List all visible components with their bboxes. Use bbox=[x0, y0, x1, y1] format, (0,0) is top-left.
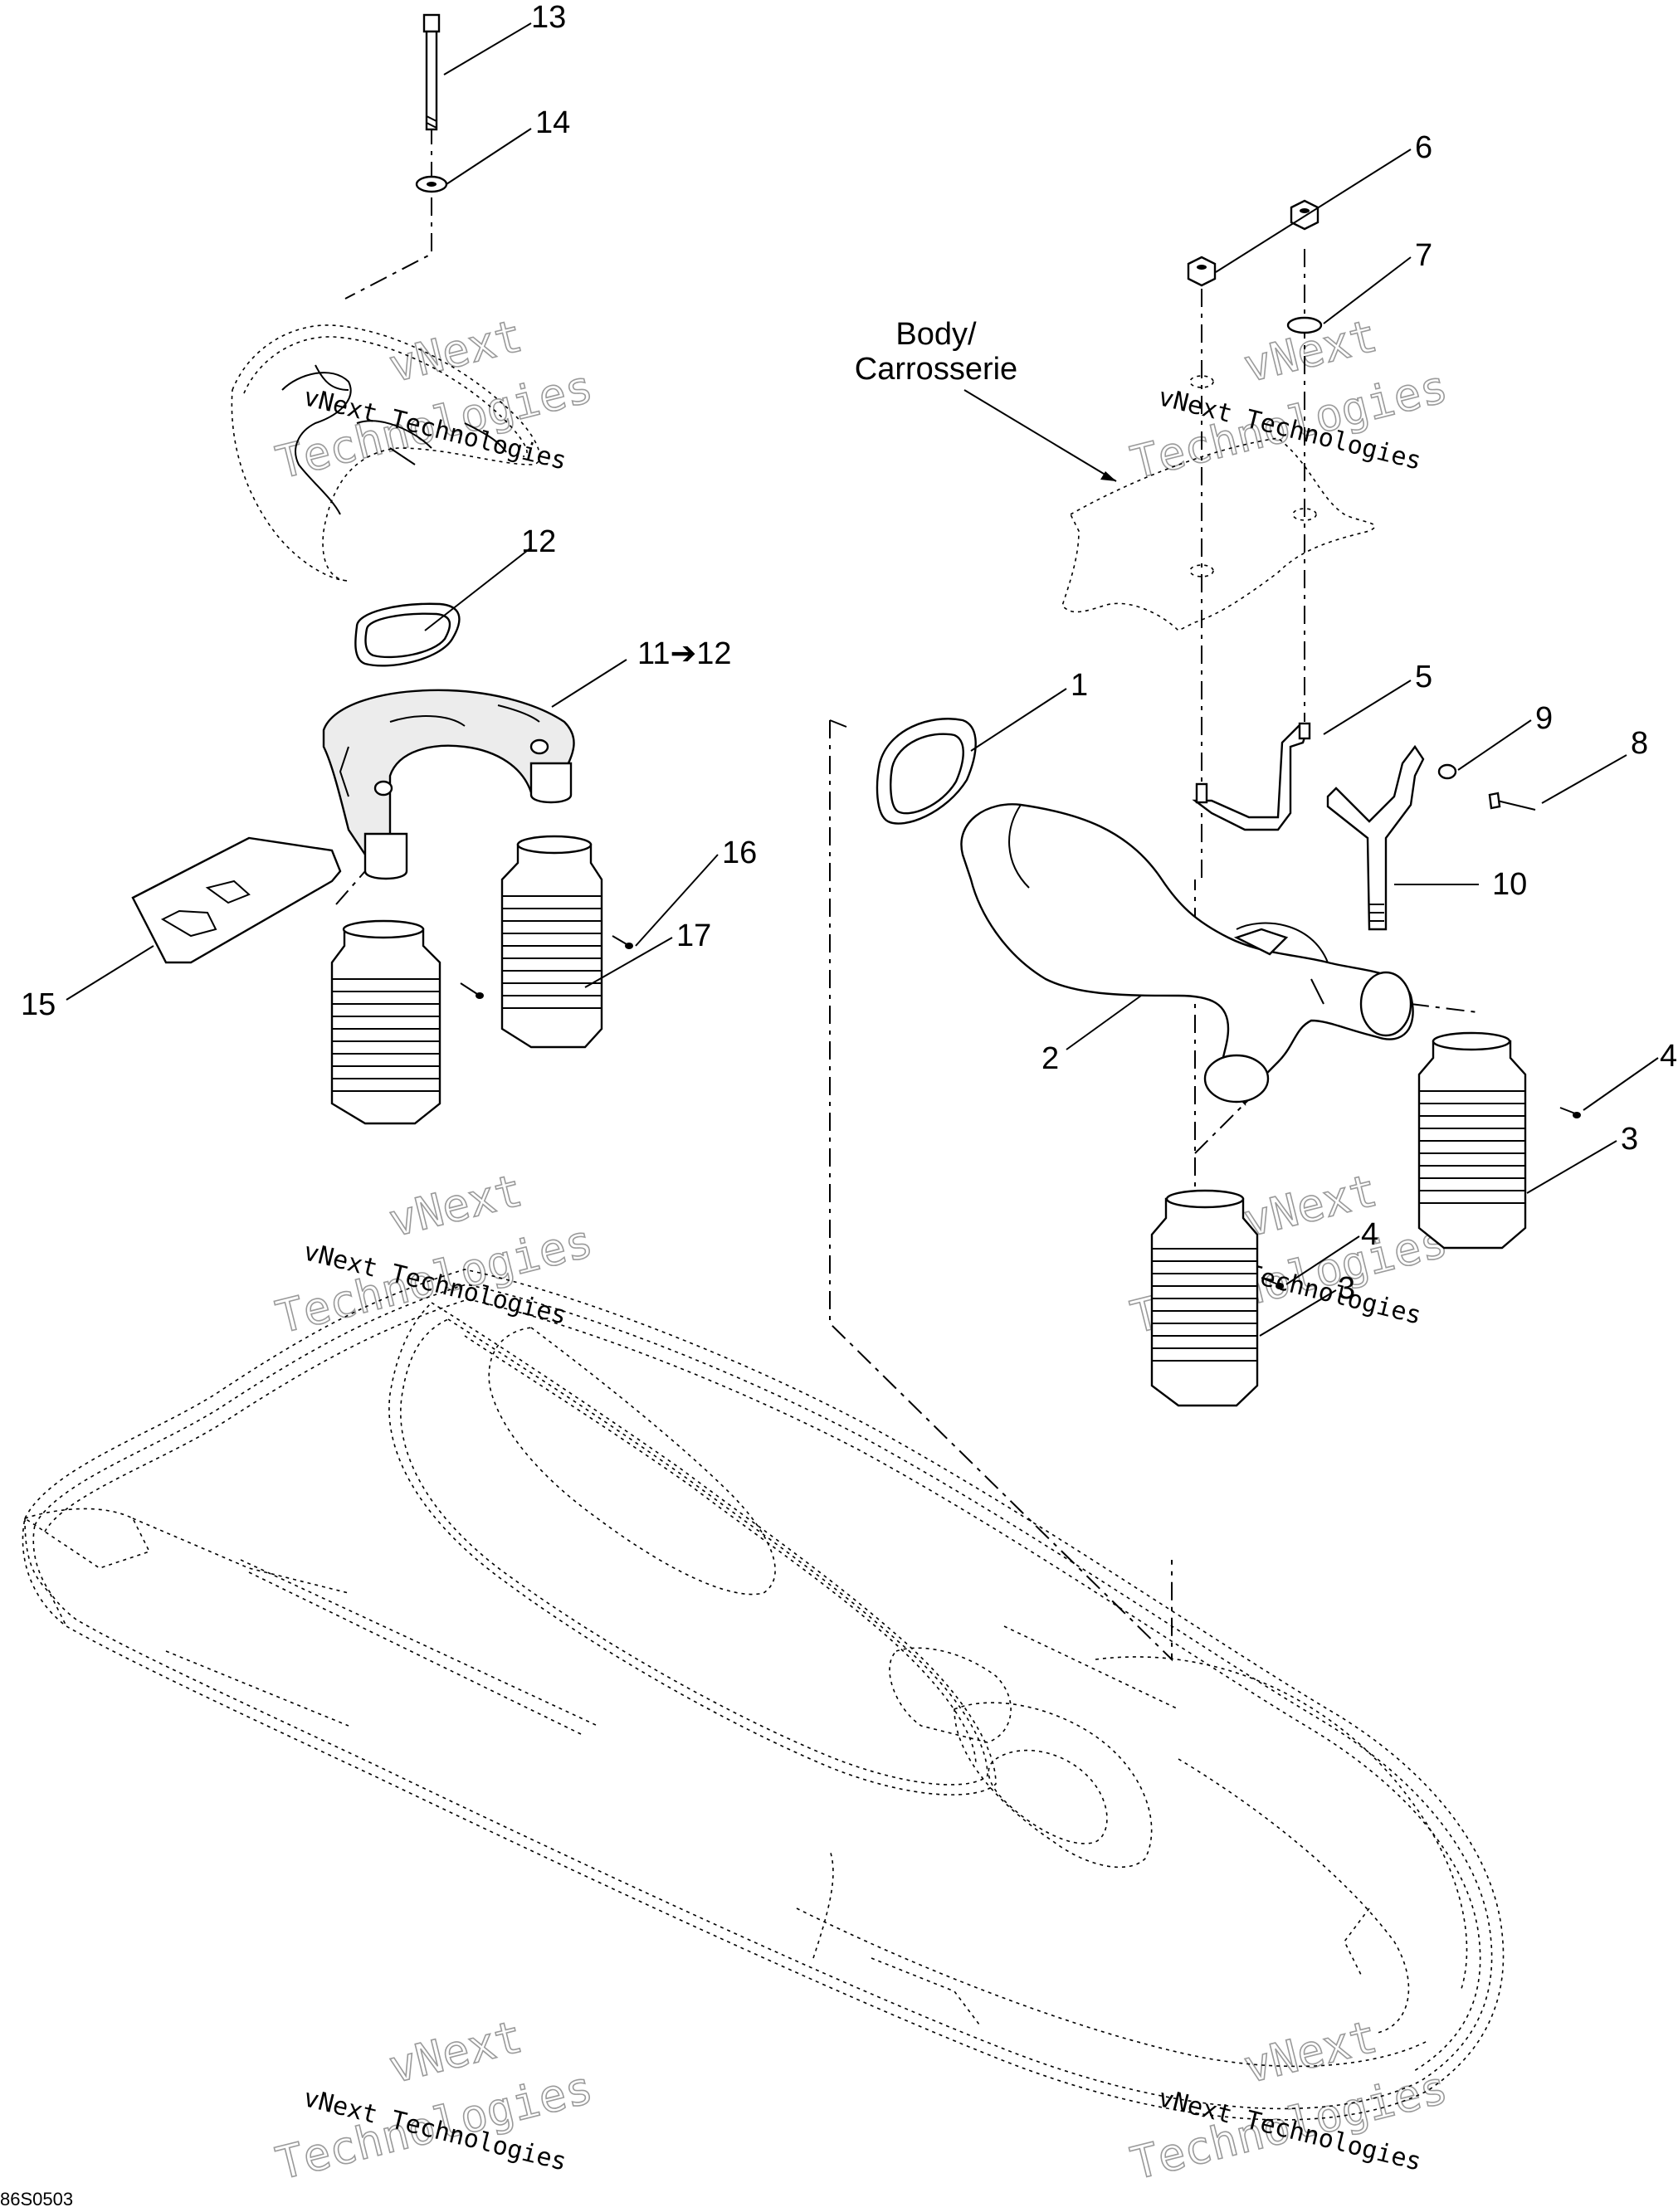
leader-lines bbox=[66, 22, 1659, 1337]
part-12-gasket bbox=[354, 602, 461, 667]
callout-5: 5 bbox=[1415, 660, 1432, 694]
part-6-nuts bbox=[1187, 199, 1319, 287]
body-label-arrow bbox=[963, 389, 1117, 482]
part-2-intake-tube bbox=[960, 803, 1414, 1106]
callout-17: 17 bbox=[676, 918, 711, 953]
body-label: Body/ Carrosserie bbox=[855, 317, 1017, 387]
callout-3-lower: 3 bbox=[1338, 1271, 1355, 1306]
part-17-bellows-left bbox=[330, 919, 441, 1125]
part-10-bracket bbox=[1326, 744, 1425, 931]
part-13-bolt bbox=[422, 13, 441, 131]
body-label-line2: Carrosserie bbox=[855, 352, 1017, 387]
callout-8: 8 bbox=[1631, 726, 1648, 761]
callout-4-upper: 4 bbox=[1660, 1039, 1677, 1074]
callout-4-lower: 4 bbox=[1361, 1217, 1378, 1252]
callout-14: 14 bbox=[535, 105, 570, 140]
callout-11: 11➔12 bbox=[637, 636, 732, 671]
part-16-screws bbox=[460, 935, 633, 999]
part-1-gasket bbox=[876, 718, 977, 825]
body-label-arrowhead bbox=[1100, 471, 1116, 481]
callout-labels: 13 14 12 11➔12 16 17 15 6 7 1 5 9 8 10 2… bbox=[21, 0, 1677, 1306]
part-17-bellows-right bbox=[500, 835, 603, 1049]
callout-15: 15 bbox=[21, 987, 56, 1022]
part-9-washer bbox=[1437, 763, 1457, 780]
callout-12: 12 bbox=[521, 524, 556, 559]
callout-7: 7 bbox=[1415, 238, 1432, 273]
callout-10: 10 bbox=[1492, 867, 1527, 902]
part-3-bellows-upper bbox=[1417, 1031, 1527, 1250]
hull-outline bbox=[22, 1269, 1505, 2121]
callout-2: 2 bbox=[1041, 1041, 1059, 1076]
figure-code: 86S0503 bbox=[0, 2189, 73, 2210]
body-panel bbox=[1061, 375, 1376, 631]
part-14-washer-hole bbox=[427, 182, 437, 187]
callout-9: 9 bbox=[1535, 701, 1553, 736]
callout-6: 6 bbox=[1415, 130, 1432, 165]
body-label-line1: Body/ bbox=[895, 317, 977, 352]
callout-13: 13 bbox=[531, 0, 566, 35]
callout-3-upper: 3 bbox=[1621, 1122, 1638, 1157]
part-11-plenum bbox=[322, 689, 575, 880]
part-3-bellows-lower bbox=[1150, 1189, 1259, 1407]
part-7-washer bbox=[1286, 316, 1323, 334]
callout-1: 1 bbox=[1071, 668, 1088, 703]
seat-shell bbox=[231, 324, 541, 582]
watermark-group: Technologies vNext vNext Technologies Te… bbox=[271, 309, 1453, 2190]
part-8-pin bbox=[1488, 792, 1536, 811]
part-4-screws bbox=[1261, 1107, 1581, 1289]
part-15-plate bbox=[131, 836, 342, 964]
callout-16: 16 bbox=[722, 836, 757, 870]
part-5-bracket bbox=[1192, 722, 1311, 831]
